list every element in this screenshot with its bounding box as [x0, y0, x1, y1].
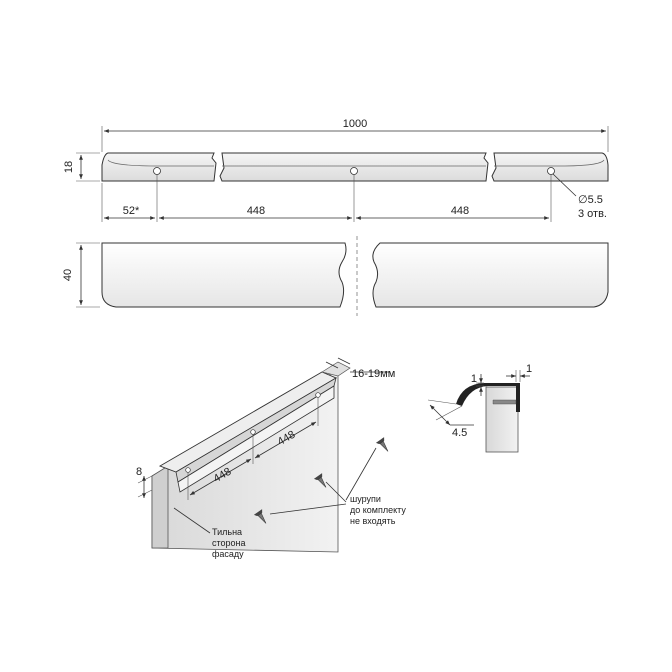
hole-leader-line [552, 173, 577, 197]
top-view: 1000 18 52* 448 448 ∅5.5 3 отв. [63, 118, 609, 222]
lip-line [107, 159, 214, 167]
screws-note-line3: не входять [350, 516, 396, 526]
profile-detail: 1 1 4.5 [427, 363, 532, 453]
profile-dim-c [429, 404, 451, 426]
front-height-label: 40 [62, 269, 74, 281]
screws-note-line2: до комплекту [350, 505, 406, 515]
profile-dim-a-label: 1 [471, 373, 477, 385]
screw [313, 473, 327, 488]
back-side-line3: фасаду [212, 549, 244, 559]
hole-count-label: 3 отв. [578, 208, 607, 220]
front-panel-right [372, 242, 609, 308]
screws-note-line1: шурупи [350, 494, 381, 504]
screw [375, 437, 389, 452]
profile-panel [485, 386, 519, 453]
offset-label: 52* [123, 205, 140, 217]
profile-dim-c-label: 4.5 [452, 427, 467, 439]
screw-leader [345, 447, 377, 501]
extension-line [435, 405, 463, 421]
hole-diameter-label: ∅5.5 [578, 194, 603, 206]
lip-line [494, 159, 605, 167]
thickness-leader [325, 361, 339, 369]
profile-shape [456, 383, 520, 406]
profile-dim-b-label: 1 [526, 363, 532, 375]
profile-back-flange [516, 383, 520, 412]
screw-leader [269, 503, 347, 515]
extension-line [427, 399, 457, 405]
back-side-line1: Тильна [212, 527, 242, 537]
thickness-leader [337, 357, 351, 365]
back-side-leader [173, 507, 211, 534]
profile-screw [492, 399, 517, 405]
height-label: 18 [63, 161, 75, 173]
mounting-hole [350, 167, 358, 175]
iso-spacing-dimension-2 [254, 421, 317, 459]
iso-hole [250, 429, 256, 435]
screw [253, 509, 267, 524]
door-panel-edge [151, 465, 169, 549]
back-side-line2: сторона [212, 538, 246, 548]
mounting-hole [153, 167, 161, 175]
screw-leader [325, 481, 347, 503]
front-view: 40 [62, 236, 609, 316]
iso-hole [315, 392, 321, 398]
bar-segment-right [491, 152, 609, 182]
bar-segment-left [101, 152, 217, 182]
iso-hole [185, 467, 191, 473]
isometric-view: 448 448 16-19мм 8 шурупи до комплекту не [136, 357, 406, 559]
extension-line [137, 489, 153, 498]
spacing-label-1: 448 [247, 205, 265, 217]
front-panel-left [101, 242, 347, 308]
mounting-hole [547, 167, 555, 175]
overall-length-label: 1000 [343, 118, 367, 130]
thickness-label: 16-19мм [352, 368, 395, 380]
bar-segment-middle [219, 152, 489, 182]
spacing-label-2: 448 [451, 205, 469, 217]
side-label: 8 [136, 466, 142, 478]
iso-spacing-dimension-1 [189, 458, 252, 496]
